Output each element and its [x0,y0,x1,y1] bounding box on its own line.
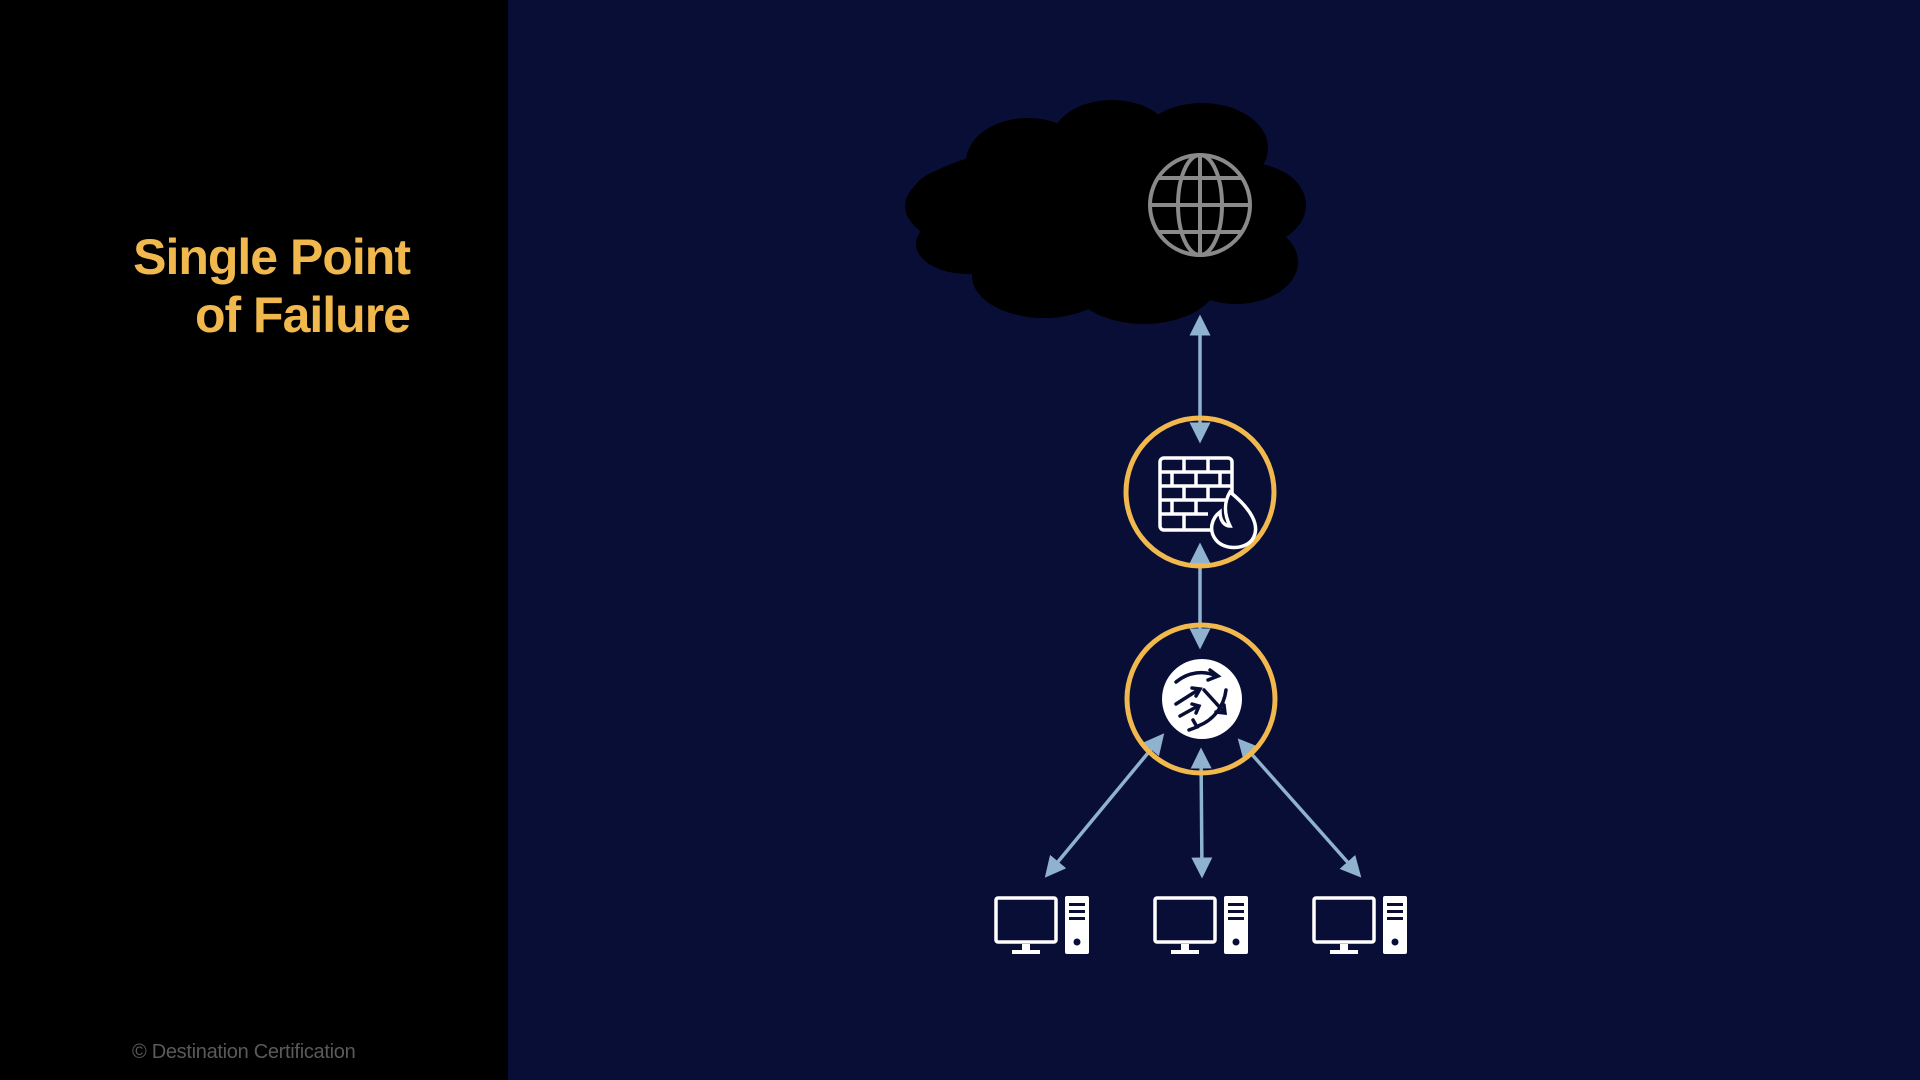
firewall-node [1123,415,1277,569]
firewall-highlight-ring [1123,415,1277,569]
title-line-1: Single Point [133,229,411,285]
internet-cloud [905,100,1306,324]
monitor-icon [1153,896,1217,944]
sidebar: Single Point of Failure © Destination Ce… [0,0,508,1080]
cloud-shape [905,100,1306,324]
copyright-notice: © Destination Certification [132,1041,356,1063]
link-router-workstation-left [1044,733,1165,878]
workstation-center [1153,896,1248,954]
workstation-left [994,896,1089,954]
router-highlight-ring [1124,622,1278,776]
router-node [1124,622,1278,776]
title-line-2: of Failure [194,287,411,343]
monitor-icon [994,896,1058,944]
firewall-icon [1158,456,1234,532]
slide-title: Single Point of Failure [10,228,411,344]
globe-icon [1148,153,1252,257]
workstation-right [1312,896,1407,954]
router-arrows [1174,668,1228,732]
flame-icon [1209,489,1258,550]
monitor-icon [1312,896,1376,944]
link-router-workstation-center [1190,747,1213,879]
diagram-stage [508,0,1920,1080]
link-router-workstation-right [1237,738,1362,878]
workstations [994,896,1407,954]
connectors [1044,314,1362,879]
network-diagram [905,100,1407,954]
